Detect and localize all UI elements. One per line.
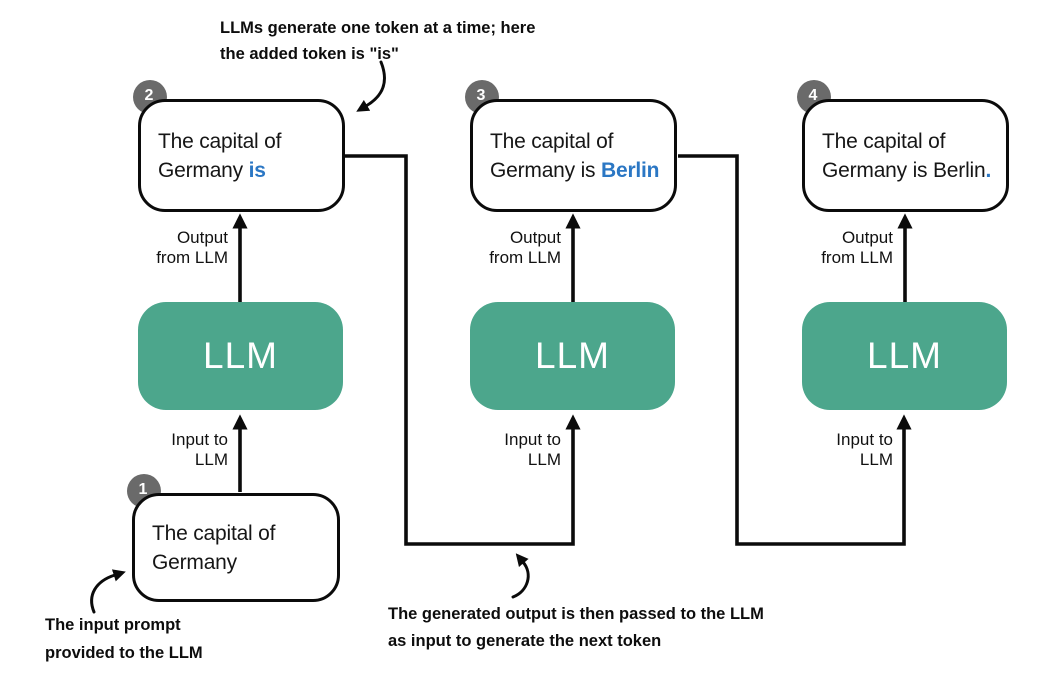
output-from-llm-label-3: Output from LLM xyxy=(783,228,893,267)
label-line: Output xyxy=(841,228,893,247)
annotation-arrow-bottom-middle xyxy=(511,553,530,599)
output-box-step4: The capital of Germany is Berlin. xyxy=(802,99,1009,212)
input-to-llm-label-2: Input to LLM xyxy=(451,430,561,469)
text-line: The capital of xyxy=(490,129,614,153)
annotation-line: as input to generate the next token xyxy=(388,632,662,650)
label-line: LLM xyxy=(859,449,893,469)
annotation-token-generation: LLMs generate one token at a time; here … xyxy=(220,15,535,67)
annotation-line: The input prompt xyxy=(45,616,181,634)
llm-label: LLM xyxy=(535,335,610,376)
llm-label: LLM xyxy=(203,335,278,376)
text-line: Germany is Berlin xyxy=(490,156,660,185)
output-from-llm-label-1: Output from LLM xyxy=(118,228,228,267)
label-line: Output xyxy=(176,228,228,247)
text-line: The capital of xyxy=(822,129,946,153)
llm-block-1: LLM xyxy=(138,302,343,410)
new-token-highlight: Berlin xyxy=(601,158,660,182)
output-text-step4: The capital of Germany is Berlin. xyxy=(822,127,991,185)
output-text-step3: The capital of Germany is Berlin xyxy=(490,127,660,185)
output-text-step2: The capital of Germany is xyxy=(158,127,281,185)
text-prefix: Germany xyxy=(158,158,249,182)
annotation-input-prompt: The input prompt provided to the LLM xyxy=(45,611,203,667)
output-box-step3: The capital of Germany is Berlin xyxy=(470,99,677,212)
output-from-llm-label-2: Output from LLM xyxy=(451,228,561,267)
input-to-llm-label-1: Input to LLM xyxy=(118,430,228,469)
label-line: Output xyxy=(509,228,561,247)
text-prefix: Germany is Berlin xyxy=(822,158,986,182)
text-prefix: Germany is xyxy=(490,158,601,182)
text-line: Germany is Berlin. xyxy=(822,156,991,185)
label-line: Input to xyxy=(836,430,893,449)
label-line: LLM xyxy=(527,449,561,469)
annotation-arrow-top xyxy=(356,60,386,112)
annotation-line: The generated output is then passed to t… xyxy=(388,605,764,623)
label-line: Input to xyxy=(171,430,228,449)
label-line: from LLM xyxy=(156,247,228,267)
annotation-arrow-bottom-left xyxy=(90,569,126,614)
annotation-generated-output: The generated output is then passed to t… xyxy=(388,601,764,655)
llm-label: LLM xyxy=(867,335,942,376)
output-box-step2: The capital of Germany is xyxy=(138,99,345,212)
label-line: LLM xyxy=(194,449,228,469)
text-line: Germany xyxy=(152,550,237,574)
new-token-highlight: is xyxy=(248,158,266,182)
input-prompt-text: The capital of Germany xyxy=(152,519,275,577)
text-line: Germany is xyxy=(158,156,281,185)
label-line: from LLM xyxy=(489,247,561,267)
annotation-line: LLMs generate one token at a time; here xyxy=(220,19,536,37)
input-prompt-box-step1: The capital of Germany xyxy=(132,493,340,602)
text-line: The capital of xyxy=(152,521,276,545)
annotation-line: provided to the LLM xyxy=(45,644,203,662)
label-line: Input to xyxy=(504,430,561,449)
text-line: The capital of xyxy=(158,129,282,153)
annotation-line: the added token is "is" xyxy=(220,45,399,63)
input-to-llm-label-3: Input to LLM xyxy=(783,430,893,469)
label-line: from LLM xyxy=(821,247,893,267)
llm-block-3: LLM xyxy=(802,302,1007,410)
new-token-highlight: . xyxy=(985,158,992,182)
llm-block-2: LLM xyxy=(470,302,675,410)
